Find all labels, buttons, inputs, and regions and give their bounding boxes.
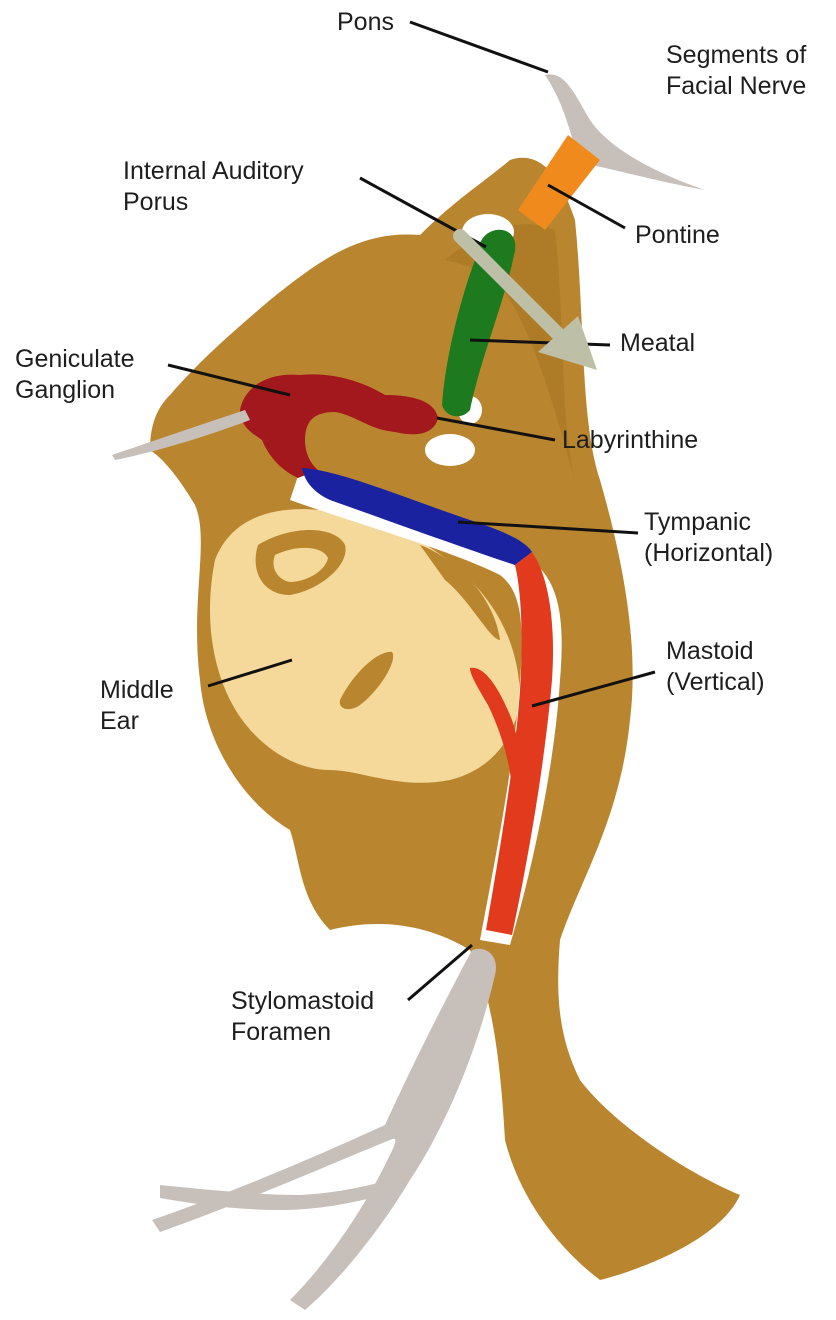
label-mastoid-line1: Mastoid [666,636,765,667]
label-labyrinthine: Labyrinthine [562,425,698,456]
label-geniculate-ganglion: Geniculate Ganglion [15,344,135,406]
label-geniculate-line2: Ganglion [15,375,135,406]
label-pons-text: Pons [337,7,394,38]
label-pontine-text: Pontine [635,220,720,251]
label-pontine: Pontine [635,220,720,251]
label-pons: Pons [337,7,394,38]
porus-opening-lower [425,434,475,466]
label-meatal: Meatal [620,328,695,359]
label-porus-line2: Porus [123,187,304,218]
label-stylomastoid-line1: Stylomastoid [231,986,374,1017]
label-middle-ear-line1: Middle [100,675,174,706]
label-middle-ear-line2: Ear [100,706,174,737]
label-tympanic-line1: Tympanic [644,507,773,538]
diagram-heading-line1: Segments of [666,40,806,71]
label-tympanic: Tympanic (Horizontal) [644,507,773,569]
label-geniculate-line1: Geniculate [15,344,135,375]
label-meatal-text: Meatal [620,328,695,359]
label-mastoid: Mastoid (Vertical) [666,636,765,698]
label-mastoid-line2: (Vertical) [666,667,765,698]
label-stylomastoid-line2: Foramen [231,1017,374,1048]
diagram-heading-line2: Facial Nerve [666,71,806,102]
label-labyrinthine-text: Labyrinthine [562,425,698,456]
label-middle-ear: Middle Ear [100,675,174,737]
diagram-heading: Segments of Facial Nerve [666,40,806,102]
label-tympanic-line2: (Horizontal) [644,538,773,569]
leader-pons [410,22,548,72]
label-internal-auditory-porus: Internal Auditory Porus [123,156,304,218]
label-stylomastoid-foramen: Stylomastoid Foramen [231,986,374,1048]
label-porus-line1: Internal Auditory [123,156,304,187]
